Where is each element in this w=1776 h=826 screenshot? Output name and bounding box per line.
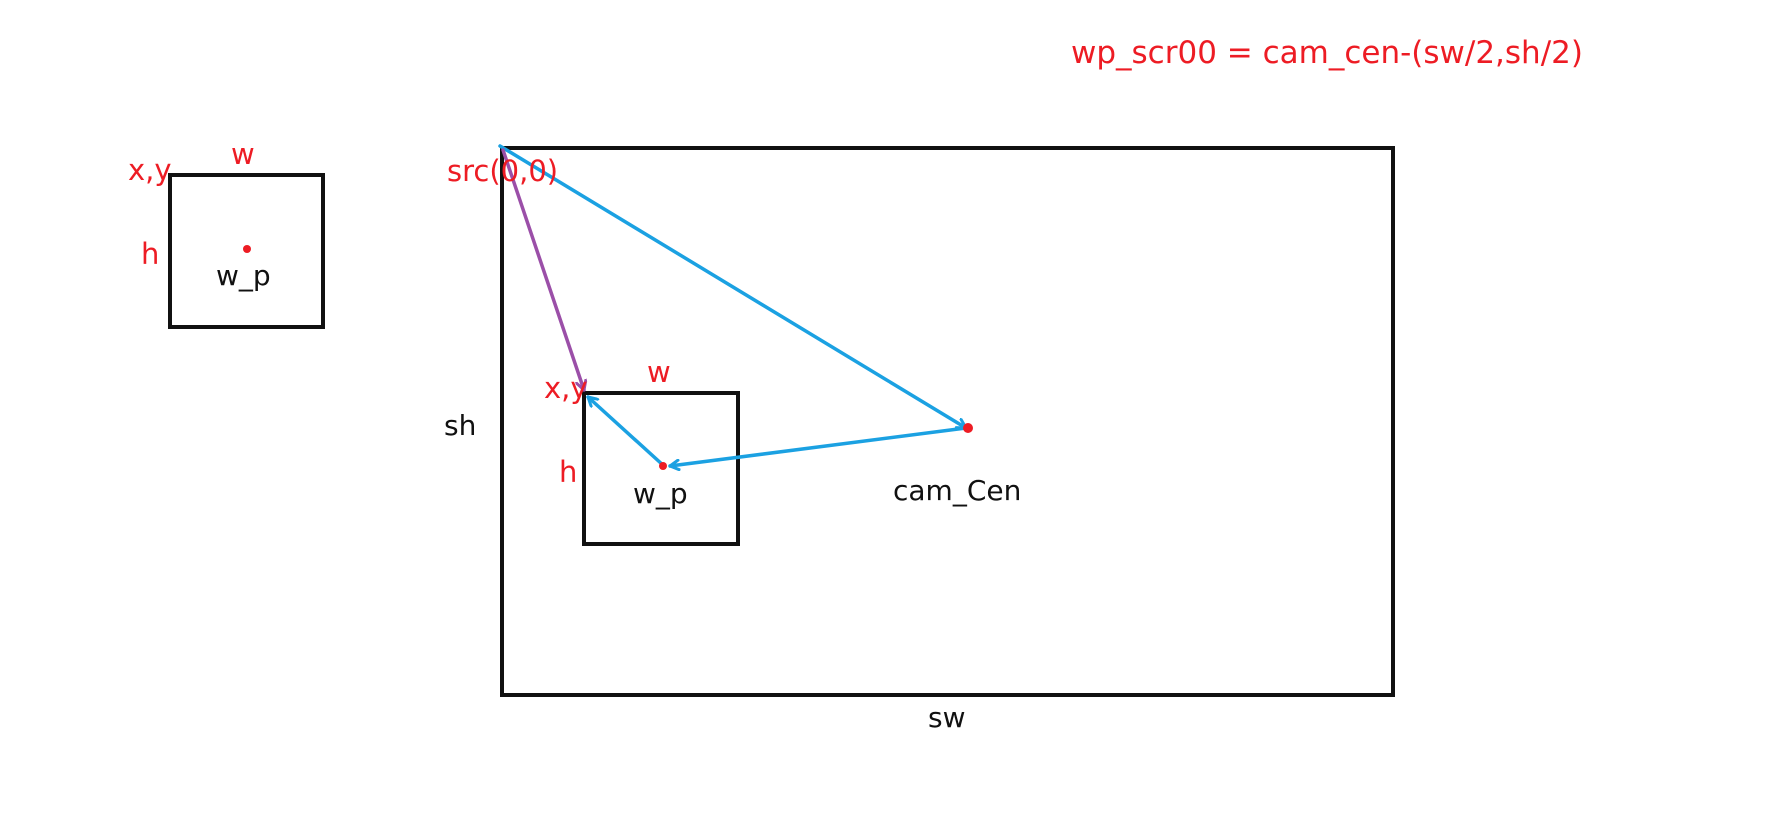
screen-rect (500, 146, 1395, 697)
small-box-center-point (243, 245, 251, 253)
small-box-center-label: w_p (216, 259, 271, 292)
inner-box-center-point (659, 462, 667, 470)
camera-to-center-arrow (668, 426, 968, 466)
inner-box-center-label: w_p (633, 477, 688, 510)
inner-box-h-label: h (559, 455, 578, 489)
screen-width-label: sw (928, 701, 966, 734)
center-to-inner-xy-arrow (586, 395, 666, 468)
origin-to-inner-xy-arrow (501, 148, 584, 392)
small-box (168, 173, 325, 329)
inner-box-xy-label: x,y (544, 371, 588, 405)
small-box-xy-label: x,y (128, 153, 172, 187)
screen-height-label: sh (444, 409, 477, 442)
small-box-w-label: w (231, 137, 255, 171)
origin-to-camera-arrow (498, 144, 968, 430)
screen-origin-label: src(0,0) (447, 154, 559, 188)
camera-center-point (963, 423, 973, 433)
camera-center-label: cam_Cen (893, 474, 1022, 507)
inner-box-w-label: w (647, 355, 671, 389)
formula-text: wp_scr00 = cam_cen-(sw/2,sh/2) (1071, 35, 1583, 71)
inner-box (582, 391, 740, 546)
small-box-h-label: h (141, 237, 160, 271)
